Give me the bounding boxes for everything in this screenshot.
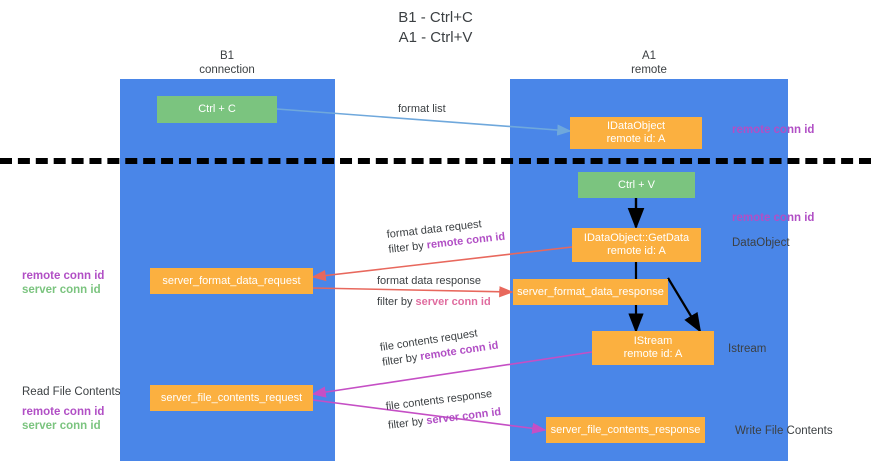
node-ctrl-v[interactable]: Ctrl + V <box>578 172 695 198</box>
node-server-file-contents-request-label: server_file_contents_request <box>160 391 303 404</box>
page-title: B1 - Ctrl+C A1 - Ctrl+V <box>0 8 871 48</box>
column-header-a1: A1 remote <box>574 49 724 77</box>
column-header-a1-name: A1 <box>641 50 657 62</box>
node-server-format-data-response[interactable]: server_format_data_response <box>513 279 668 305</box>
page-title-line-1: B1 - Ctrl+C <box>398 9 473 26</box>
node-idataobject-line-2: remote id: A <box>606 133 666 145</box>
annotation-left-remote-conn-id-1: remote conn id <box>22 270 105 282</box>
annotation-left-server-conn-id-1: server conn id <box>22 284 101 296</box>
column-header-b1-sub: connection <box>199 64 255 76</box>
column-header-b1: B1 connection <box>152 49 302 77</box>
node-istream-line-2: remote id: A <box>623 348 683 360</box>
annotation-remote-conn-id-top: remote conn id <box>732 124 815 136</box>
page-title-line-2: A1 - Ctrl+V <box>398 29 473 46</box>
annotation-read-file-contents: Read File Contents <box>22 386 121 398</box>
node-server-format-data-request-label: server_format_data_request <box>162 274 301 287</box>
node-server-file-contents-request[interactable]: server_file_contents_request <box>150 385 313 411</box>
edge-label-format-data-response-line-2: filter by server conn id <box>377 295 491 310</box>
node-idataobject-line-1: IDataObject <box>606 120 666 132</box>
phase-divider <box>0 158 871 164</box>
annotation-remote-conn-id-mid: remote conn id <box>732 212 815 224</box>
annotation-istream: Istream <box>728 343 767 355</box>
node-ctrl-c-label: Ctrl + C <box>198 103 236 115</box>
annotation-data-object: DataObject <box>732 237 790 249</box>
node-server-format-data-response-label: server_format_data_response <box>517 285 664 298</box>
column-header-b1-name: B1 <box>219 50 235 62</box>
annotation-left-server-conn-id-2: server conn id <box>22 420 101 432</box>
node-ctrl-v-label: Ctrl + V <box>618 178 655 191</box>
node-getdata-line-1: IDataObject::GetData <box>583 232 690 244</box>
filter-prefix: filter by <box>387 239 428 256</box>
filter-prefix: filter by <box>377 296 416 308</box>
annotation-left-remote-conn-id-2: remote conn id <box>22 406 105 418</box>
node-server-file-contents-response[interactable]: server_file_contents_response <box>546 417 705 443</box>
edge-label-format-list: format list <box>398 102 446 117</box>
node-server-format-data-request[interactable]: server_format_data_request <box>150 268 313 294</box>
edge-label-format-data-response: format data response filter by server co… <box>377 274 491 310</box>
edge-label-format-data-response-line-1: format data response <box>377 275 481 287</box>
node-istream-line-1: IStream <box>633 335 673 347</box>
node-getdata-line-2: remote id: A <box>607 245 666 257</box>
annotation-write-file-contents: Write File Contents <box>735 425 833 437</box>
node-istream[interactable]: IStream remote id: A <box>592 331 714 365</box>
node-idataobject-getdata[interactable]: IDataObject::GetData remote id: A <box>572 228 701 262</box>
filter-prefix: filter by <box>387 415 428 432</box>
node-idataobject[interactable]: IDataObject remote id: A <box>570 117 702 149</box>
node-ctrl-c[interactable]: Ctrl + C <box>157 96 277 123</box>
node-server-file-contents-response-label: server_file_contents_response <box>550 423 701 436</box>
column-header-a1-sub: remote <box>631 64 667 76</box>
filter-key-server-conn-id: server conn id <box>415 296 491 308</box>
edge-label-format-list-text: format list <box>398 103 446 115</box>
